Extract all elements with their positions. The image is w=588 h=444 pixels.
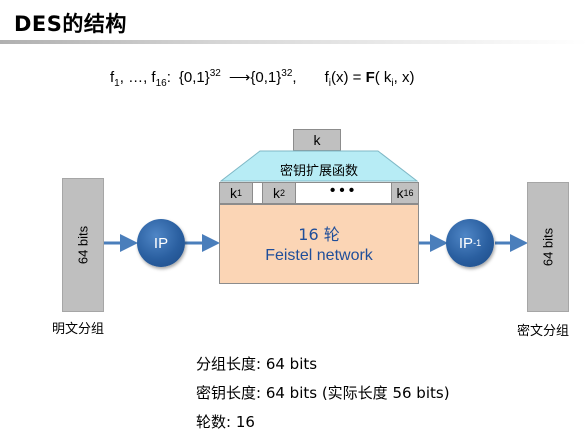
formula-domain-sup: 32 bbox=[209, 68, 221, 79]
formula-k-sub: i bbox=[391, 78, 394, 89]
round-key-k2-sub: 2 bbox=[279, 188, 285, 198]
formula-F-open: ( k bbox=[374, 69, 392, 86]
round-function-formula: f1, …, f16:{0,1}32⟶{0,1}32,fi(x) = F( ki… bbox=[110, 68, 414, 89]
key-expansion-trapezoid bbox=[220, 150, 418, 182]
formula-F-close: , x) bbox=[393, 69, 415, 86]
formula-codomain-sup: 32 bbox=[281, 68, 293, 79]
title-underline bbox=[0, 40, 588, 44]
key-expansion-label: 密钥扩展函数 bbox=[279, 164, 358, 179]
block-length-info: 分组长度: 64 bits bbox=[196, 355, 318, 373]
master-key-label: k bbox=[313, 132, 321, 148]
round-key-k1-base: k bbox=[229, 185, 237, 201]
formula-fi: f bbox=[324, 69, 329, 86]
round-key-k16-base: k bbox=[396, 185, 404, 201]
formula-fi-arg: (x) = bbox=[330, 69, 366, 86]
ciphertext-bits-label: 64 bits bbox=[540, 227, 556, 267]
rounds-info: 轮数: 16 bbox=[196, 413, 255, 431]
formula-f1-sub: 1 bbox=[114, 78, 120, 89]
formula-domain: {0,1} bbox=[178, 69, 210, 86]
plaintext-label: 明文分组 bbox=[52, 322, 105, 337]
formula-arrow: ⟶ bbox=[228, 69, 251, 86]
formula-f16: f bbox=[151, 69, 156, 86]
feistel-network-box bbox=[219, 204, 419, 284]
ciphertext-label: 密文分组 bbox=[517, 324, 570, 339]
ip-label: IP bbox=[153, 234, 169, 252]
formula-f16-sub: 16 bbox=[155, 78, 167, 89]
key-length-info: 密钥长度: 64 bits (实际长度 56 bits) bbox=[196, 384, 450, 402]
formula-F: F bbox=[365, 69, 375, 86]
round-key-k1-sub: 1 bbox=[236, 188, 242, 198]
master-key-box: k bbox=[293, 129, 341, 151]
round-key-k2-base: k bbox=[272, 185, 280, 201]
plaintext-bits-label: 64 bits bbox=[75, 225, 91, 265]
ip-inverse-node: IP-1 bbox=[446, 219, 494, 267]
ip-node: IP bbox=[137, 219, 185, 267]
ciphertext-block: 64 bits bbox=[527, 182, 569, 312]
round-key-k16-sub: 16 bbox=[403, 188, 414, 198]
plaintext-block: 64 bits bbox=[62, 178, 104, 312]
formula-comma: , bbox=[292, 69, 297, 86]
formula-f1: f bbox=[110, 69, 115, 86]
page-title: DES的结构 bbox=[14, 12, 127, 36]
formula-codomain: {0,1} bbox=[250, 69, 282, 86]
rounds-label: 16 轮 bbox=[298, 225, 340, 244]
ip-inverse-sup: -1 bbox=[473, 238, 482, 248]
formula-sep: , …, bbox=[119, 69, 152, 86]
feistel-network-label: Feistel network bbox=[265, 247, 373, 264]
ip-inverse-base: IP bbox=[458, 234, 474, 252]
formula-colon: : bbox=[166, 69, 171, 86]
formula-fi-sub: i bbox=[328, 78, 331, 89]
round-keys-ellipsis: • • • bbox=[330, 182, 355, 199]
